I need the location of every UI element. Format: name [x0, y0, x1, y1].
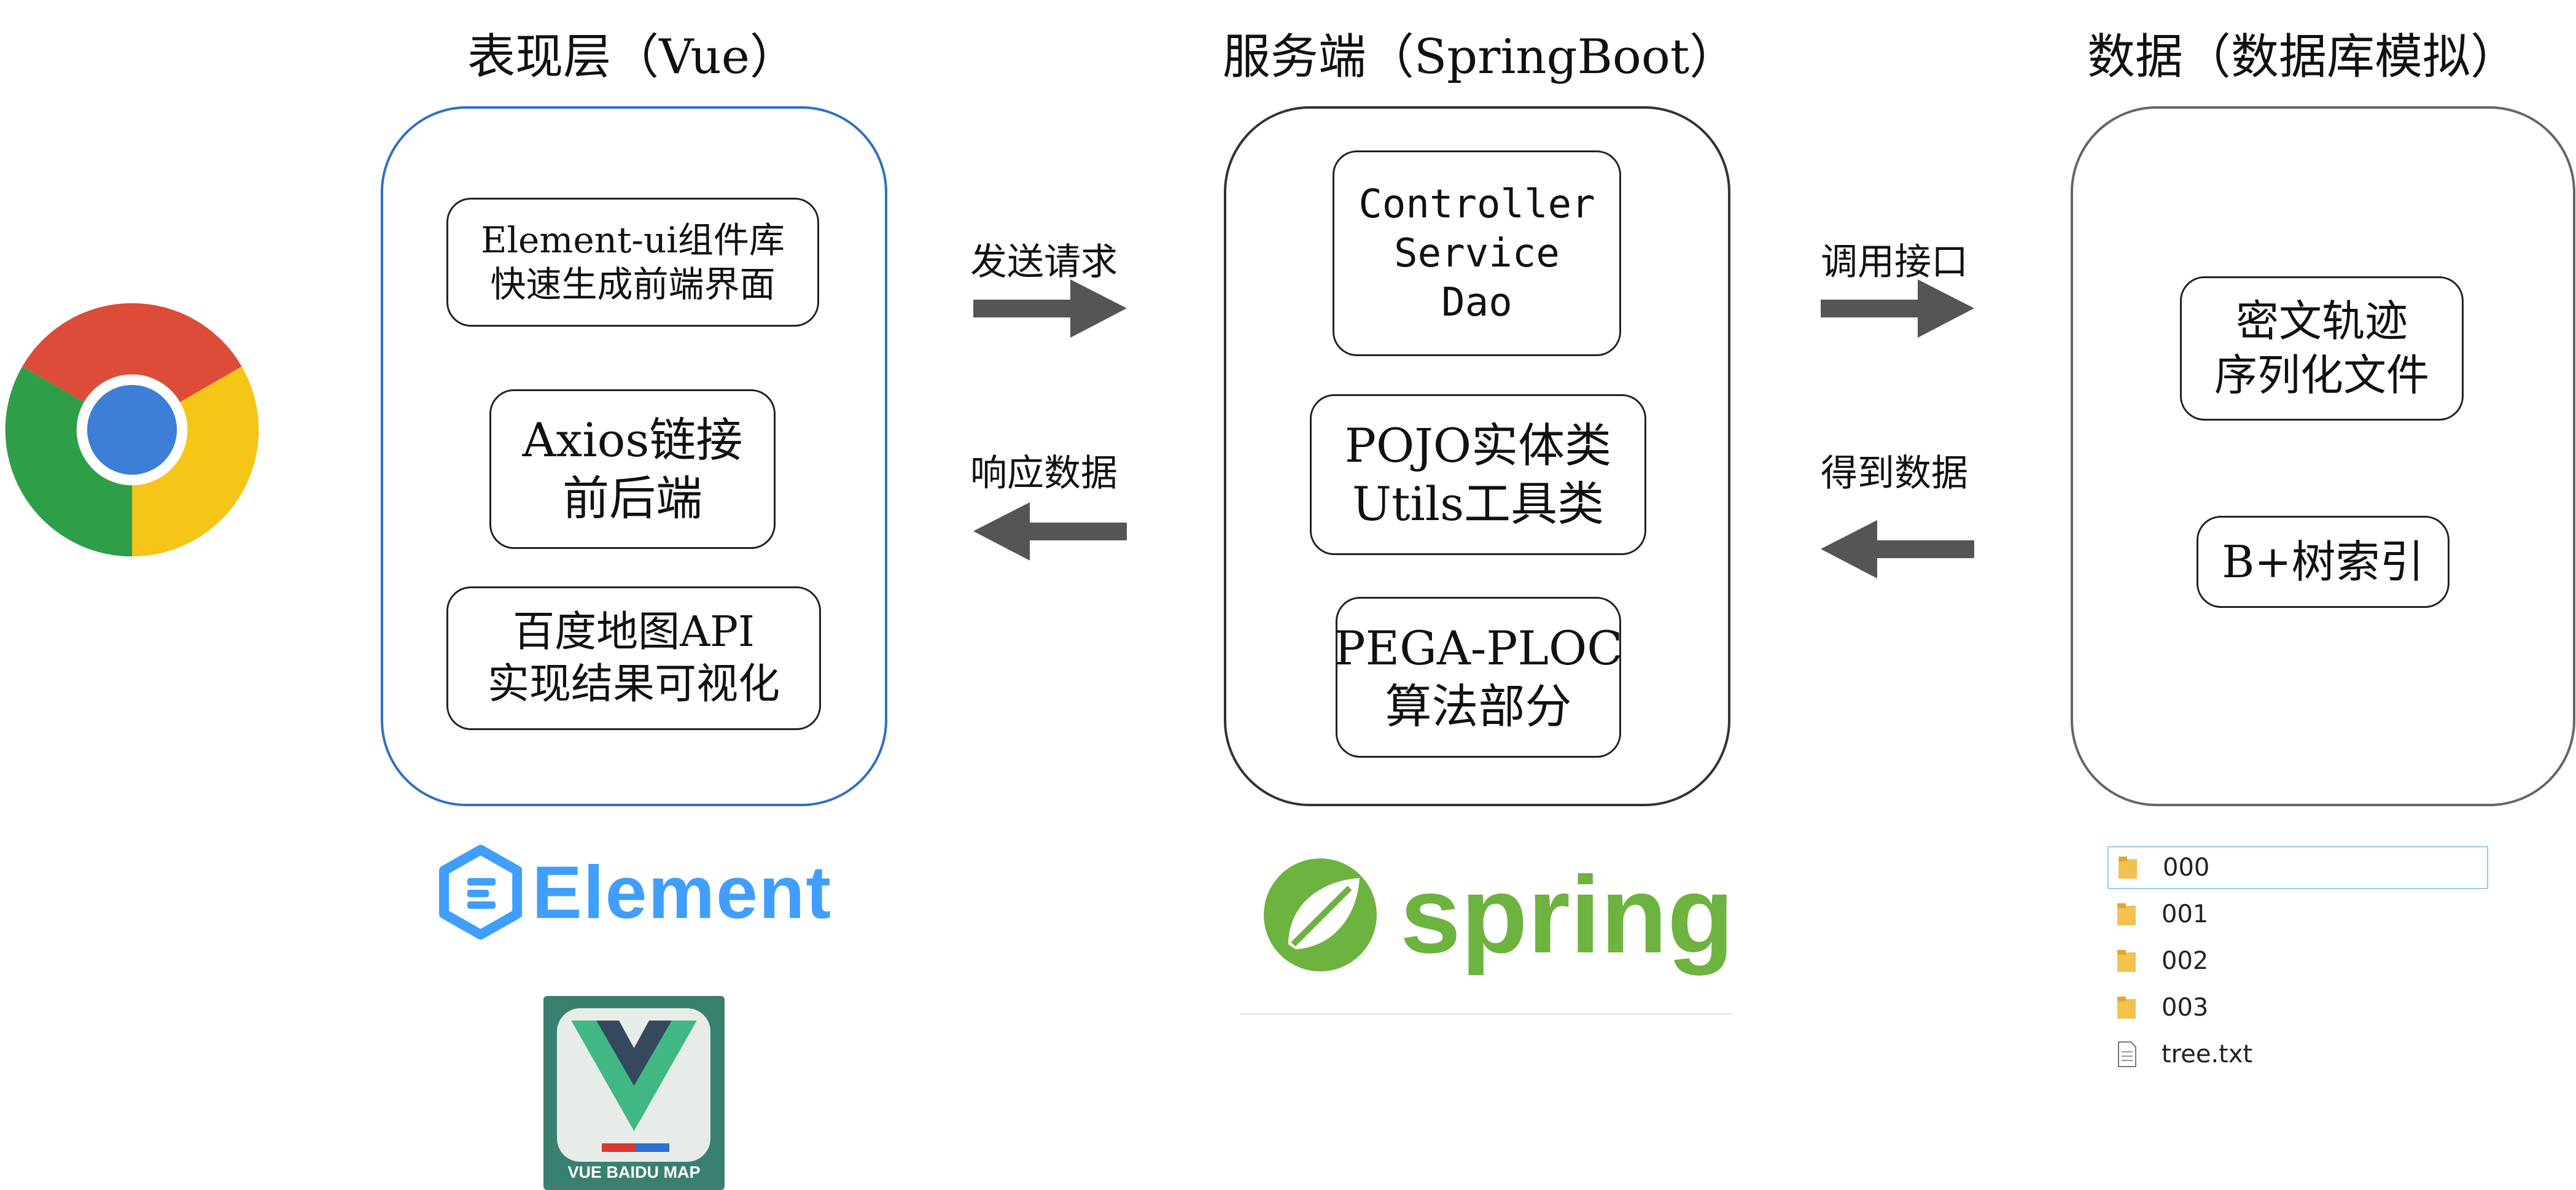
element-logo-icon [439, 844, 523, 940]
text-file-icon [2117, 1041, 2137, 1068]
baidu-map-api-box-line1: 百度地图API [513, 608, 755, 656]
vue-baidu-map-text: VUE BAIDU MAP [567, 1163, 701, 1181]
call-interface-label: 调用接口 [1821, 241, 1968, 284]
controller-line: Controller [1358, 181, 1595, 227]
element-logo-text: Element [532, 850, 832, 934]
trajectory-line2: 序列化文件 [2214, 349, 2429, 400]
presentation-layer-title: 表现层（Vue） [467, 29, 798, 85]
element-ui-box: Element-ui组件库 快速生成前端界面 [446, 198, 819, 327]
axios-box: Axios链接 前后端 [489, 389, 776, 549]
file-list-item-tree-txt[interactable]: tree.txt [2107, 1033, 2488, 1076]
controller-service-dao-box: Controller Service Dao [1333, 150, 1621, 356]
response-data-arrow [973, 502, 1127, 561]
send-request-arrow [973, 279, 1127, 338]
algorithm-line: 算法部分 [1385, 679, 1572, 734]
element-ui-box-line2: 快速生成前端界面 [490, 263, 776, 305]
service-line: Service [1394, 230, 1560, 276]
file-list-item-name: 002 [2162, 947, 2209, 975]
pega-ploc-box: PEGA-PLOC 算法部分 [1334, 597, 1623, 758]
get-data-label: 得到数据 [1821, 452, 1968, 495]
data-layer-title: 数据（数据库模拟） [2087, 29, 2518, 85]
spring-underline-divider [1240, 1013, 1732, 1015]
response-data-label: 响应数据 [970, 452, 1118, 495]
dao-line: Dao [1441, 279, 1512, 325]
folder-icon [2116, 995, 2137, 1020]
folder-icon [2117, 855, 2138, 880]
file-list-item-name: 000 [2163, 854, 2210, 882]
spring-logo: spring [1259, 847, 1738, 982]
element-logo: Element [439, 840, 832, 944]
spring-leaf-icon [1264, 858, 1377, 971]
send-request-label: 发送请求 [970, 241, 1118, 284]
data-layer-panel [2071, 106, 2575, 806]
axios-box-line1: Axios链接 [522, 413, 743, 467]
file-list-item-name: 001 [2162, 900, 2209, 928]
utils-line: Utils工具类 [1352, 476, 1605, 531]
pega-ploc-line: PEGA-PLOC [1334, 621, 1623, 675]
trajectory-line1: 密文轨迹 [2236, 296, 2408, 346]
file-list-item-000[interactable]: 000 [2107, 846, 2488, 889]
baidu-map-api-box-line2: 实现结果可视化 [487, 660, 780, 709]
axios-box-line2: 前后端 [562, 471, 702, 526]
vue-v-icon [571, 1021, 697, 1131]
bplus-tree-index-box: B+树索引 [2197, 516, 2450, 608]
folder-icon [2116, 949, 2137, 973]
trajectory-file-box: 密文轨迹 序列化文件 [2180, 276, 2464, 421]
pojo-line: POJO实体类 [1344, 418, 1612, 473]
file-list-item-name: tree.txt [2162, 1040, 2253, 1068]
spring-logo-text: spring [1400, 854, 1734, 976]
bplus-tree-line: B+树索引 [2222, 536, 2424, 588]
server-layer-title: 服务端（SpringBoot） [1222, 29, 1738, 85]
pojo-utils-box: POJO实体类 Utils工具类 [1310, 394, 1646, 555]
get-data-arrow [1821, 520, 1974, 578]
element-ui-box-line1: Element-ui组件库 [481, 219, 785, 261]
file-list-item-003[interactable]: 003 [2107, 986, 2488, 1029]
call-interface-arrow [1821, 279, 1974, 338]
baidu-map-api-box: 百度地图API 实现结果可视化 [446, 586, 821, 730]
folder-icon [2116, 902, 2137, 927]
vue-baidu-map-logo: VUE BAIDU MAP [543, 996, 725, 1190]
chrome-logo [0, 298, 264, 562]
file-list-item-name: 003 [2162, 994, 2209, 1022]
file-list-item-002[interactable]: 002 [2107, 939, 2488, 982]
file-list-item-001[interactable]: 001 [2107, 893, 2488, 936]
